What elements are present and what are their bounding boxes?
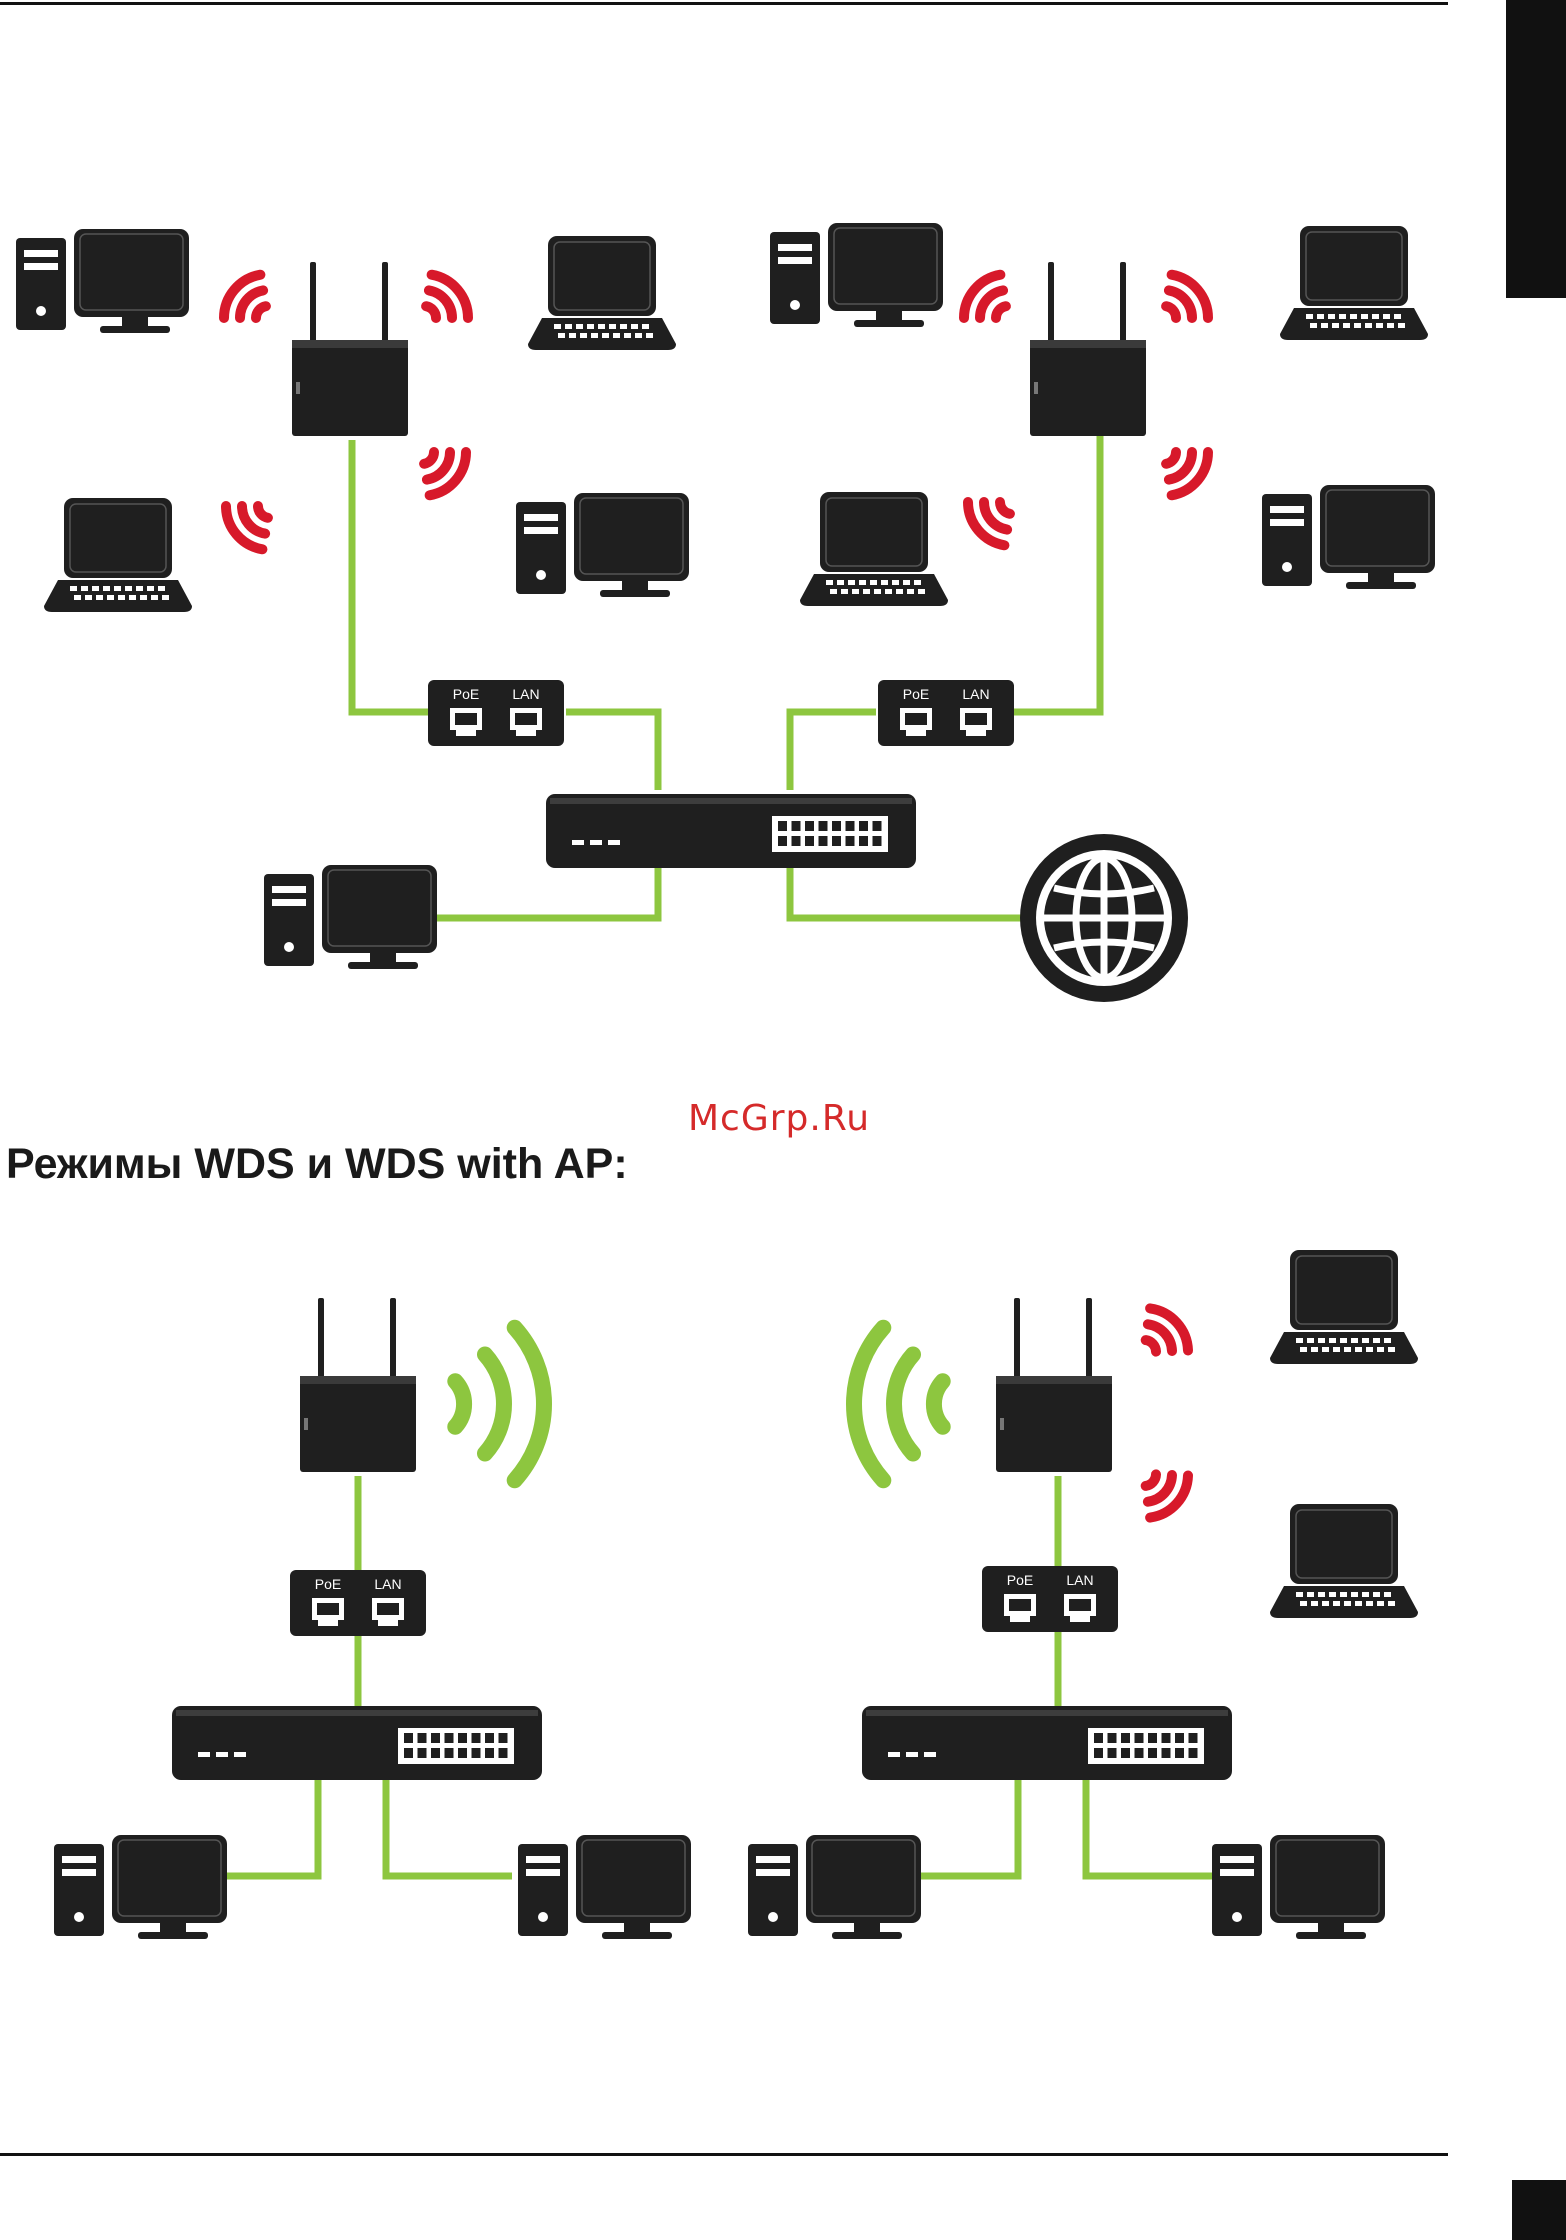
cable-line	[386, 1780, 512, 1876]
desktop-computer-icon	[16, 229, 189, 333]
section-title: Режимы WDS и WDS with AP:	[6, 1140, 628, 1189]
poe-injector-icon: PoE LAN	[878, 680, 1014, 746]
access-point-icon	[300, 1298, 416, 1472]
svg-text:LAN: LAN	[512, 686, 539, 702]
cable-line	[790, 868, 1024, 918]
laptop-icon	[44, 498, 192, 612]
svg-text:LAN: LAN	[962, 686, 989, 702]
desktop-computer-icon	[748, 1835, 921, 1939]
wifi-signal-icon	[1146, 1308, 1188, 1351]
wifi-signal-icon	[426, 275, 468, 318]
svg-text:PoE: PoE	[315, 1576, 341, 1592]
cable-line	[222, 1780, 318, 1876]
access-point-icon	[292, 262, 408, 436]
desktop-computer-icon	[1262, 485, 1435, 589]
wifi-signal-icon	[424, 452, 466, 495]
globe-icon	[1020, 834, 1188, 1002]
footer-rule	[0, 2153, 1448, 2156]
access-point-icon	[996, 1298, 1112, 1472]
desktop-computer-icon	[518, 1835, 691, 1939]
laptop-icon	[528, 236, 676, 350]
wifi-signal-icon	[1166, 275, 1208, 318]
svg-text:LAN: LAN	[1066, 1572, 1093, 1588]
network-switch-icon	[172, 1706, 542, 1780]
laptop-icon	[1270, 1250, 1418, 1364]
desktop-computer-icon	[54, 1835, 227, 1939]
wifi-signal-icon	[455, 1328, 544, 1481]
wifi-signal-icon	[1146, 1474, 1188, 1517]
cable-line	[790, 712, 876, 790]
wifi-signal-icon	[226, 506, 268, 549]
cable-line	[566, 712, 658, 790]
poe-injector-icon: PoE LAN	[982, 1566, 1118, 1632]
laptop-icon	[800, 492, 948, 606]
wifi-signal-icon	[224, 275, 266, 318]
page-number-tab	[1512, 2180, 1566, 2240]
wifi-signal-icon	[968, 502, 1010, 545]
svg-text:LAN: LAN	[374, 1576, 401, 1592]
cable-line	[352, 440, 430, 712]
svg-text:PoE: PoE	[453, 686, 479, 702]
network-switch-icon	[546, 794, 916, 868]
cable-line	[436, 868, 658, 918]
poe-injector-icon: PoE LAN	[290, 1570, 426, 1636]
wifi-signal-icon	[854, 1328, 943, 1481]
svg-text:PoE: PoE	[1007, 1572, 1033, 1588]
laptop-icon	[1270, 1504, 1418, 1618]
wifi-signal-icon	[964, 275, 1006, 318]
desktop-computer-icon	[1212, 1835, 1385, 1939]
watermark-text: McGrp.Ru	[688, 1098, 870, 1139]
desktop-computer-icon	[516, 493, 689, 597]
wifi-signal-icon	[1166, 452, 1208, 495]
laptop-icon	[1280, 226, 1428, 340]
access-point-icon	[1030, 262, 1146, 436]
svg-text:PoE: PoE	[903, 686, 929, 702]
network-switch-icon	[862, 1706, 1232, 1780]
cable-line	[1014, 436, 1100, 712]
desktop-computer-icon	[770, 223, 943, 327]
desktop-computer-icon	[264, 865, 437, 969]
devices: PoE LAN PoE LAN PoE LAN PoE LAN	[16, 223, 1435, 1939]
cable-line	[1086, 1780, 1212, 1876]
cable-line	[916, 1780, 1018, 1876]
poe-injector-icon: PoE LAN	[428, 680, 564, 746]
